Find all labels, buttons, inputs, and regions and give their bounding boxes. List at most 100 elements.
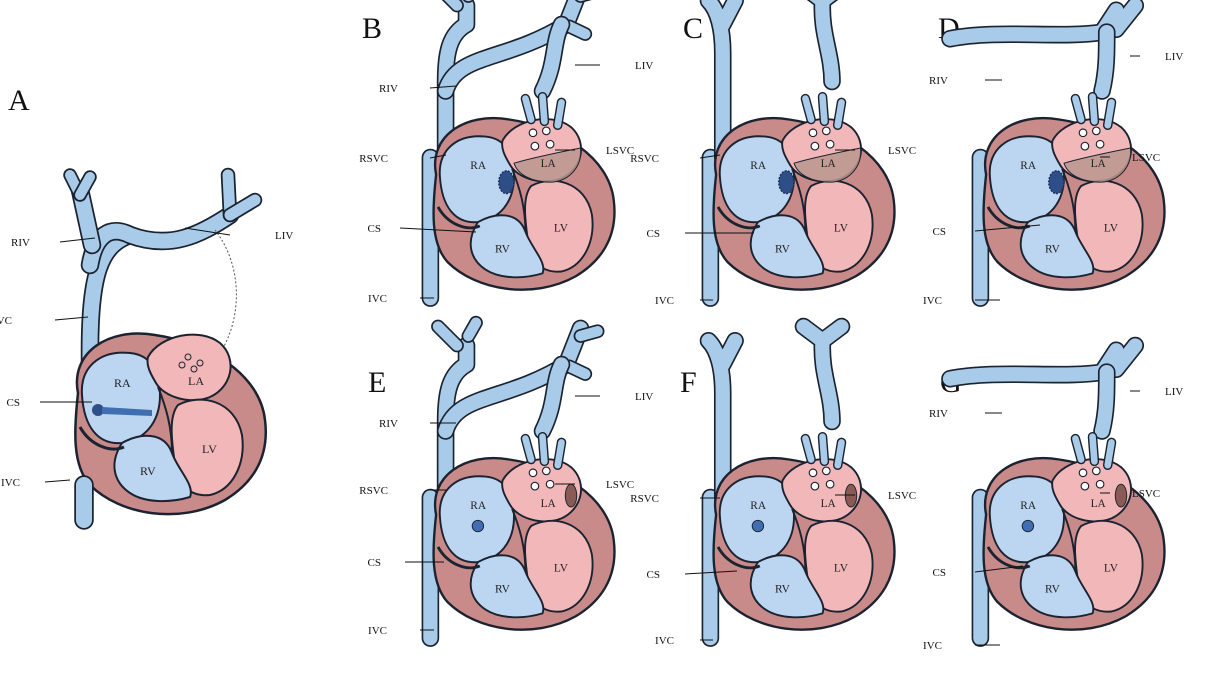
panel-letter: A bbox=[8, 84, 30, 117]
pulmonary-vein-ostium bbox=[1079, 129, 1087, 137]
label-lsvc: LSVC bbox=[606, 479, 634, 491]
label-ivc: IVC bbox=[368, 293, 387, 305]
label-lv: LV bbox=[1104, 223, 1119, 235]
label-ivc: IVC bbox=[368, 625, 387, 637]
panel-f: FRALARVLVRSVCLSVCCSIVC bbox=[630, 327, 916, 648]
label-lv: LV bbox=[834, 563, 849, 575]
label-rsvc: RSVC bbox=[630, 493, 659, 505]
cs-ostium-enlarged bbox=[1049, 171, 1064, 194]
label-cs: CS bbox=[368, 557, 381, 569]
lsvc-vein bbox=[804, 327, 842, 422]
label-rv: RV bbox=[775, 584, 791, 596]
label-lv: LV bbox=[202, 442, 217, 456]
label-rv: RV bbox=[775, 244, 791, 256]
pulmonary-vein-ostium bbox=[546, 140, 554, 148]
pulmonary-vein-fill bbox=[1093, 97, 1095, 122]
pulmonary-vein-ostium bbox=[809, 469, 817, 477]
panel-drawing: RALARVLV bbox=[430, 0, 614, 298]
label-lv: LV bbox=[834, 223, 849, 235]
label-la: LA bbox=[188, 374, 204, 388]
label-rsvc: RSVC bbox=[630, 153, 659, 165]
label-liv: LIV bbox=[635, 60, 653, 72]
label-liv: LIV bbox=[635, 391, 653, 403]
label-ra: RA bbox=[114, 376, 131, 390]
label-liv: LIV bbox=[1165, 386, 1183, 398]
label-riv: RIV bbox=[929, 408, 948, 420]
pulmonary-vein-ostium bbox=[543, 127, 551, 135]
label-ra: RA bbox=[470, 160, 487, 172]
pulmonary-vein-ostium bbox=[811, 482, 819, 490]
label-ivc: IVC bbox=[923, 295, 942, 307]
label-la: LA bbox=[821, 158, 837, 170]
panel-c: C RA LA RV LV RSVC LSVC CS IVC bbox=[630, 0, 916, 307]
pulmonary-vein-ostium bbox=[531, 142, 539, 150]
pulmonary-vein-ostium bbox=[529, 129, 537, 137]
label-liv: LIV bbox=[275, 230, 293, 242]
label-la: LA bbox=[821, 498, 837, 510]
lsvc-vein bbox=[804, 0, 842, 81]
pulmonary-vein-ostium bbox=[823, 127, 831, 135]
label-cs: CS bbox=[933, 226, 946, 238]
label-ivc: IVC bbox=[923, 640, 942, 652]
label-riv: RIV bbox=[379, 418, 398, 430]
label-cs: CS bbox=[647, 228, 660, 240]
label-ivc: IVC bbox=[655, 295, 674, 307]
riv-branches bbox=[438, 323, 476, 346]
label-rsvc: RSVC bbox=[359, 485, 388, 497]
heart: RA LA RV LV bbox=[714, 97, 895, 290]
label-ra: RA bbox=[750, 160, 767, 172]
pulmonary-vein-fill bbox=[823, 437, 825, 462]
pulmonary-vein-ostium bbox=[543, 467, 551, 475]
pulmonary-vein-ostium bbox=[1093, 467, 1101, 475]
panel-d: DRALARVLVRIVLIVLSVCCSIVC bbox=[923, 5, 1183, 307]
pulmonary-vein-fill bbox=[543, 437, 545, 462]
pulmonary-vein-ostium bbox=[1093, 127, 1101, 135]
pulmonary-vein-ostium bbox=[826, 140, 834, 148]
panel-a: ARALARVLVRIVLIVRSVCCSIVC bbox=[0, 84, 293, 520]
label-rv: RV bbox=[495, 584, 511, 596]
pulmonary-vein-fill bbox=[558, 442, 562, 465]
panel-letter: C bbox=[683, 12, 703, 45]
pulmonary-vein-fill bbox=[838, 442, 842, 465]
panel-e: ERALARVLVRIVLIVRSVCLSVCCSIVC bbox=[359, 323, 653, 638]
pulmonary-vein-ostium bbox=[1096, 480, 1104, 488]
pulmonary-vein-ostium bbox=[826, 480, 834, 488]
label-ivc: IVC bbox=[1, 477, 20, 489]
cs-ostium-enlarged bbox=[499, 171, 514, 194]
pulmonary-vein-ostium bbox=[546, 480, 554, 488]
lsvc-la-connection bbox=[1115, 484, 1126, 507]
label-lv: LV bbox=[1104, 563, 1119, 575]
cs-ostium bbox=[1022, 520, 1033, 531]
label-lsvc: LSVC bbox=[1132, 152, 1160, 164]
label-rsvc: RSVC bbox=[0, 315, 12, 327]
label-lv: LV bbox=[554, 223, 569, 235]
label-ra: RA bbox=[1020, 500, 1037, 512]
cs-ostium bbox=[472, 520, 483, 531]
label-ra: RA bbox=[470, 500, 487, 512]
pulmonary-vein-ostium bbox=[531, 482, 539, 490]
lsvc-la-connection bbox=[845, 484, 856, 507]
pulmonary-vein-ostium bbox=[811, 142, 819, 150]
pulmonary-vein-ostium bbox=[1079, 469, 1087, 477]
label-lsvc: LSVC bbox=[888, 145, 916, 157]
label-cs: CS bbox=[7, 397, 20, 409]
pulmonary-vein-fill bbox=[823, 97, 825, 122]
pulmonary-vein-ostium bbox=[823, 467, 831, 475]
heart: RALARVLV bbox=[434, 437, 615, 630]
lsvc-vein bbox=[1102, 372, 1107, 431]
cs-ostium-enlarged bbox=[779, 171, 794, 194]
pulmonary-vein-fill bbox=[1093, 437, 1095, 462]
pulmonary-vein-fill bbox=[543, 97, 545, 122]
label-liv: LIV bbox=[1165, 51, 1183, 63]
lsvc-la-connection bbox=[565, 484, 576, 507]
label-rsvc: RSVC bbox=[359, 153, 388, 165]
pulmonary-vein-ostium bbox=[1081, 142, 1089, 150]
label-lv: LV bbox=[554, 563, 569, 575]
